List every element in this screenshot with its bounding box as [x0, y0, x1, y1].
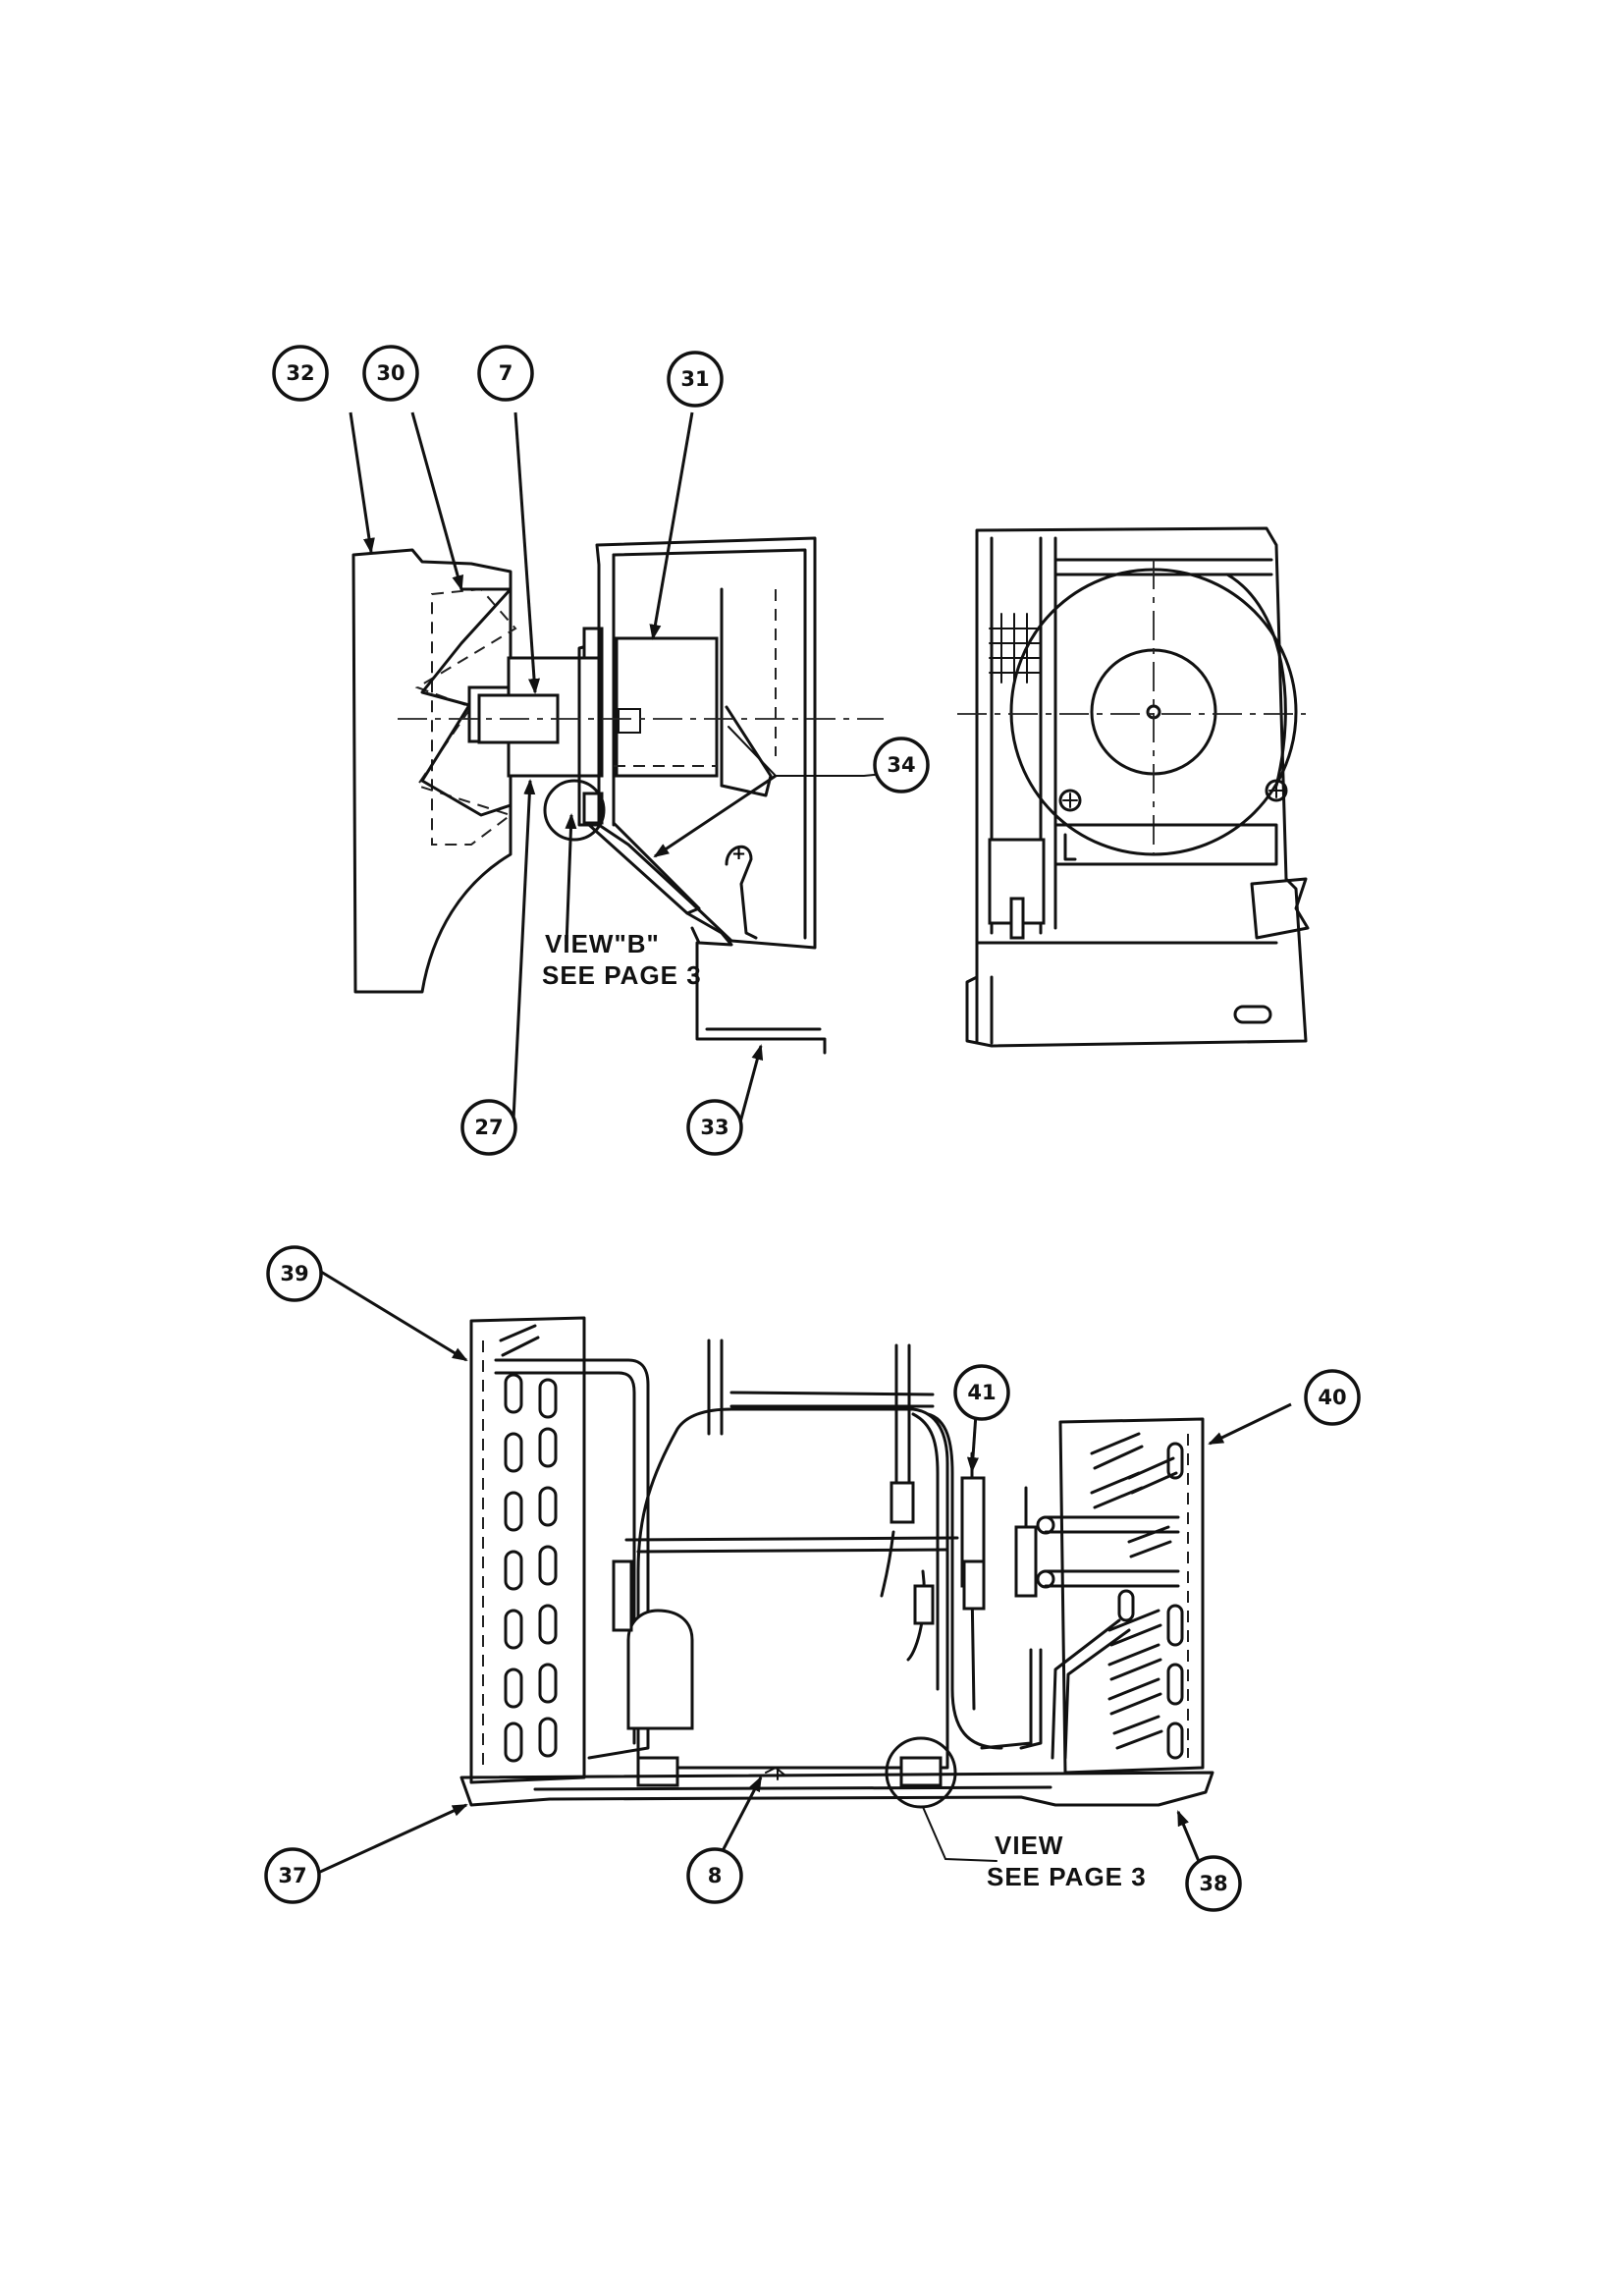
- accumulator-inlet: [612, 1559, 633, 1632]
- screw-right-cross: [1268, 783, 1284, 798]
- screw-left: [1058, 789, 1082, 812]
- discharge-stub: [707, 1339, 724, 1436]
- fan-blade-outline: [420, 587, 512, 817]
- callout-7-label: 7: [499, 361, 513, 385]
- callout-32: 32: [272, 345, 329, 402]
- compressor-foot-right: [899, 1756, 943, 1787]
- view-circle: [885, 1736, 957, 1809]
- base-pan-mark: [765, 1766, 786, 1780]
- callout-30-label: 30: [376, 361, 404, 385]
- view-note-line1: VIEW: [995, 1831, 1063, 1860]
- right-coil-slots: [1090, 1432, 1184, 1760]
- view-note-line2: SEE PAGE 3: [987, 1862, 1147, 1891]
- mesh-grille: [989, 613, 1040, 683]
- callout-27: 27: [460, 1099, 517, 1156]
- fan-assembly-side-view: +: [351, 536, 884, 1055]
- base-channel: [695, 941, 827, 1055]
- process-tube: [729, 1391, 935, 1408]
- header-bend-top: [1036, 1515, 1055, 1535]
- drain-slot: [1233, 1005, 1272, 1024]
- lower-panel-tab: [1063, 833, 1077, 861]
- callout-37: 37: [264, 1847, 321, 1904]
- view-b-circle: [543, 779, 606, 842]
- screw-mark: +: [731, 844, 746, 864]
- callout-41: 41: [953, 1364, 1010, 1421]
- leader-lines: [317, 411, 1292, 1875]
- blower-scroll-cutoff: [720, 705, 773, 797]
- blower-housing-inner: [612, 548, 807, 940]
- right-coil-header-bottom: [1044, 1569, 1180, 1588]
- switch-stem: [1009, 897, 1025, 940]
- fan-shroud: [351, 548, 512, 994]
- callout-40: 40: [1304, 1369, 1361, 1426]
- view-b-note-line2: SEE PAGE 3: [542, 960, 702, 990]
- callout-7: 7: [477, 345, 534, 402]
- left-coil-slots: [499, 1324, 558, 1763]
- liquid-line: [926, 1412, 1003, 1750]
- base-foot: [975, 975, 994, 1045]
- capillary-loop: [906, 1569, 926, 1662]
- right-coil-frame: [1058, 1417, 1205, 1775]
- compressor-seam-2: [624, 1536, 959, 1542]
- base-pan-rail: [533, 1785, 1052, 1791]
- control-box-terminal: [618, 708, 641, 734]
- left-coil-return-pipe: [494, 1358, 650, 1760]
- side-bracket: [1250, 877, 1310, 940]
- evap-return: [1051, 1618, 1131, 1760]
- discharge-bend: [880, 1530, 895, 1598]
- control-box: [615, 636, 719, 778]
- capillary-joint: [913, 1584, 935, 1625]
- left-coil-frame: [469, 1316, 586, 1784]
- callout-40-label: 40: [1318, 1386, 1346, 1409]
- mounting-clip: [725, 845, 758, 940]
- unit-outer-frame: [965, 526, 1308, 1048]
- callout-30: 30: [362, 345, 419, 402]
- left-coil-return-pipe-inner: [494, 1371, 636, 1745]
- refrigeration-system: [459, 1316, 1214, 1809]
- callout-34: 34: [873, 737, 930, 793]
- base-pan: [459, 1771, 1214, 1807]
- support-foot: [685, 911, 733, 947]
- callout-38-label: 38: [1199, 1872, 1227, 1895]
- callout-39: 39: [266, 1245, 323, 1302]
- liquid-line-inner: [911, 1412, 940, 1691]
- callout-38: 38: [1185, 1855, 1242, 1912]
- callout-27-label: 27: [474, 1116, 503, 1139]
- unit-front-view: [957, 526, 1310, 1048]
- drain-support: [587, 821, 701, 915]
- callout-34-label: 34: [887, 753, 915, 777]
- callout-8-label: 8: [708, 1864, 723, 1887]
- evap-fitting: [1014, 1525, 1038, 1598]
- callout-32-label: 32: [286, 361, 314, 385]
- view-b-note-line1: VIEW"B": [545, 929, 660, 958]
- accumulator: [626, 1609, 694, 1730]
- scroll-housing-edge: [1225, 573, 1287, 788]
- callout-31: 31: [667, 351, 724, 408]
- callout-37-label: 37: [278, 1864, 306, 1887]
- callout-31-label: 31: [680, 367, 709, 391]
- callout-41-label: 41: [967, 1381, 996, 1404]
- filter-drier-body: [962, 1559, 986, 1611]
- header-bend-bottom: [1036, 1569, 1055, 1589]
- callout-33: 33: [686, 1099, 743, 1156]
- suction-fitting: [890, 1481, 915, 1524]
- callout-33-label: 33: [700, 1116, 728, 1139]
- callout-39-label: 39: [280, 1262, 308, 1285]
- evap-feed: [980, 1648, 1043, 1750]
- compressor-shell: [636, 1407, 949, 1770]
- screw-left-cross: [1062, 793, 1078, 808]
- lower-panel: [1053, 823, 1278, 866]
- compressor-foot-left: [636, 1756, 679, 1787]
- callout-8: 8: [686, 1847, 743, 1904]
- screw-right: [1265, 779, 1288, 802]
- compressor-seam: [636, 1548, 949, 1554]
